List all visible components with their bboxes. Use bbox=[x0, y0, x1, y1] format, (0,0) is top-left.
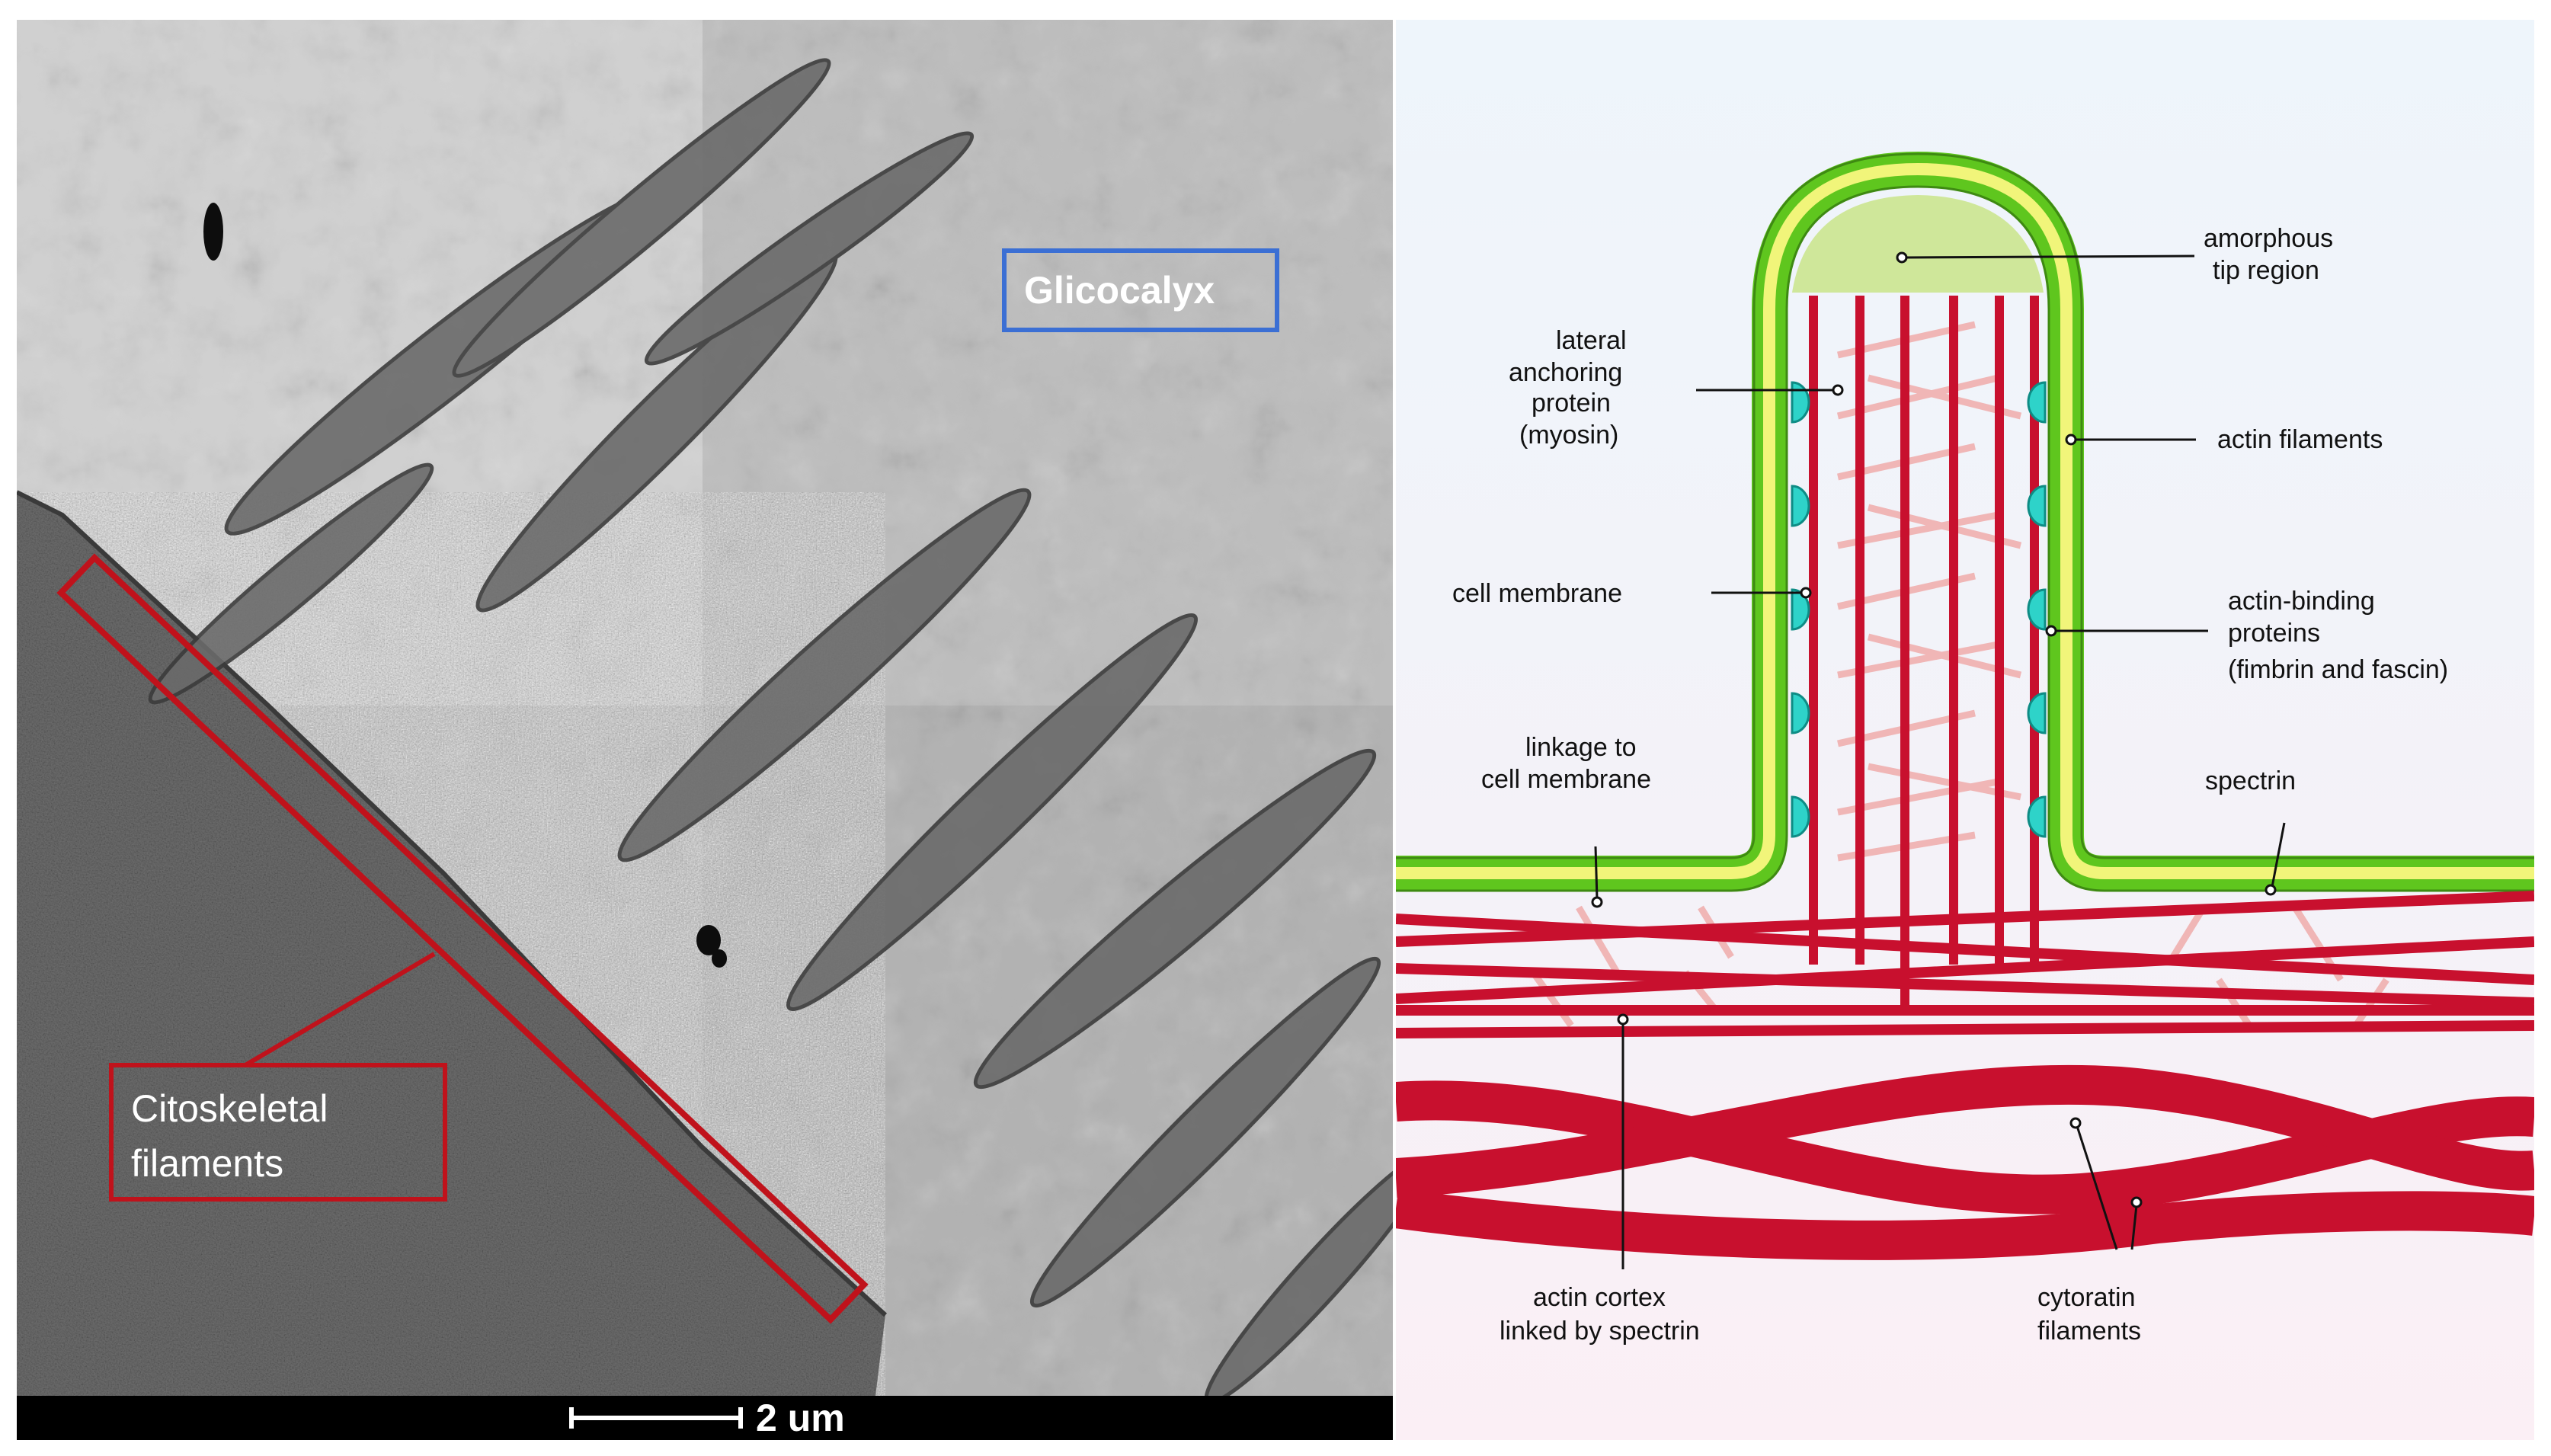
cytoskeletal-label-line1: Citoskeletal bbox=[131, 1087, 328, 1130]
label-lateral-1: lateral bbox=[1556, 326, 1627, 355]
label-actin-binding-1: actin-binding bbox=[2228, 587, 2375, 616]
label-lateral-4: (myosin) bbox=[1519, 421, 1618, 450]
label-actin-binding-2: proteins bbox=[2228, 619, 2320, 648]
cytoskeletal-label-line2: filaments bbox=[131, 1142, 283, 1185]
micrograph-svg: 2 um Glicocalyx Citoskeletal filaments bbox=[17, 20, 1393, 1440]
cell-cytoplasm-region bbox=[17, 492, 885, 1440]
scale-bar bbox=[569, 1407, 743, 1429]
cytokeratin-filaments bbox=[1396, 1064, 2534, 1260]
cytoskeletal-connector bbox=[244, 952, 436, 1067]
cell-membrane-inner bbox=[1396, 162, 2534, 879]
microvilli bbox=[148, 58, 1393, 1405]
glycocalyx-label: Glicocalyx bbox=[1024, 269, 1215, 312]
leader-lines bbox=[1594, 254, 2286, 1269]
microvillus-diagram-panel: amorphous tip region lateral anchoring p… bbox=[1396, 20, 2534, 1440]
label-linkage-1: linkage to bbox=[1525, 733, 1637, 762]
scale-bar-label: 2 um bbox=[756, 1397, 845, 1439]
label-actin-cortex-2: linked by spectrin bbox=[1500, 1317, 1700, 1346]
label-cell-membrane: cell membrane bbox=[1452, 579, 1622, 608]
label-spectrin: spectrin bbox=[2205, 766, 2296, 795]
actin-cortex bbox=[1396, 891, 2534, 1038]
myosin-anchors bbox=[1791, 381, 2047, 838]
label-lateral-2: anchoring bbox=[1509, 358, 1622, 387]
cytoskeletal-label-box bbox=[109, 1063, 447, 1202]
label-actin-binding-3: (fimbrin and fascin) bbox=[2228, 655, 2448, 684]
label-cytokeratin-1: cytoratin bbox=[2037, 1283, 2136, 1312]
label-amorphous-tip-1: amorphous bbox=[2204, 224, 2333, 253]
label-linkage-2: cell membrane bbox=[1481, 765, 1651, 794]
cytoskeletal-highlight-box bbox=[56, 553, 869, 1324]
label-amorphous-tip-2: tip region bbox=[2213, 256, 2319, 285]
glycocalyx-box bbox=[1002, 248, 1279, 332]
amorphous-tip-region bbox=[1792, 195, 2044, 293]
label-actin-cortex-1: actin cortex bbox=[1533, 1283, 1666, 1312]
label-cytokeratin-2: filaments bbox=[2037, 1317, 2141, 1346]
label-actin-filaments: actin filaments bbox=[2217, 425, 2383, 454]
leader-markers bbox=[1591, 251, 2277, 1208]
dense-particles bbox=[203, 203, 727, 968]
diagram-svg: amorphous tip region lateral anchoring p… bbox=[1396, 20, 2534, 1440]
electron-micrograph-panel: 2 um Glicocalyx Citoskeletal filaments bbox=[17, 20, 1393, 1440]
label-lateral-3: protein bbox=[1532, 389, 1611, 418]
